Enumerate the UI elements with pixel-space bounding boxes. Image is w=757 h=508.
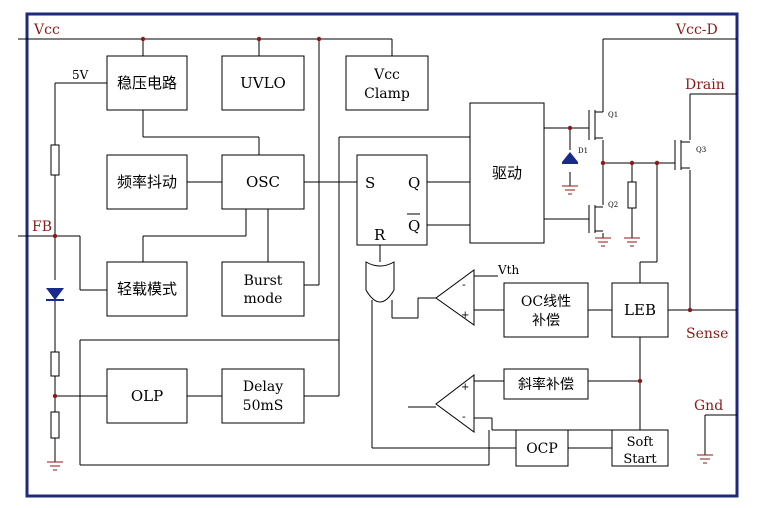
or-gate xyxy=(365,261,395,303)
light-load-label: 轻载模式 xyxy=(117,280,177,298)
label-q1: Q1 xyxy=(608,111,618,119)
blocks xyxy=(106,55,669,467)
oc-comp-block xyxy=(503,282,589,338)
soft-label-2: Start xyxy=(623,452,657,467)
burst-label-1: Burst xyxy=(244,273,283,289)
ocp-label: OCP xyxy=(526,441,558,457)
sr-latch-block xyxy=(356,154,428,246)
slope-block xyxy=(503,368,589,400)
ground-symbols xyxy=(47,185,713,471)
uvlo-block xyxy=(221,55,305,111)
latch-q: Q xyxy=(408,174,420,192)
oc-comp-label-2: 补偿 xyxy=(532,313,560,329)
wires xyxy=(18,38,737,466)
oc-comparator xyxy=(435,269,475,326)
resistors xyxy=(50,144,637,439)
d1-diode xyxy=(562,152,578,164)
leb-block xyxy=(611,282,669,338)
svg-text:-: - xyxy=(462,410,466,423)
jitter-label: 频率抖动 xyxy=(117,173,177,191)
delay-label-1: Delay xyxy=(243,379,283,395)
uvlo-label: UVLO xyxy=(240,74,286,92)
outer-border xyxy=(25,12,739,498)
label-q3: Q3 xyxy=(696,146,706,154)
comparator-signs: - + + - xyxy=(461,278,469,423)
burst-mode-block xyxy=(221,261,305,317)
light-load-block xyxy=(106,261,188,317)
osc-block xyxy=(221,154,305,210)
latch-r: R xyxy=(374,226,386,244)
pin-fb: FB xyxy=(32,219,52,235)
burst-label-2: mode xyxy=(244,291,283,307)
oc-comp-label-1: OC线性 xyxy=(521,294,571,310)
pin-drain: Drain xyxy=(685,77,725,93)
svg-text:+: + xyxy=(461,310,469,321)
mosfets xyxy=(588,110,690,233)
comparators xyxy=(435,269,475,433)
latch-qbar: Q xyxy=(408,217,420,235)
regulator-label: 稳压电路 xyxy=(117,74,177,92)
leb-label: LEB xyxy=(624,301,656,319)
pin-sense: Sense xyxy=(686,326,728,342)
label-d1: D1 xyxy=(578,147,588,155)
latch-s: S xyxy=(365,174,375,192)
vcc-clamp-block xyxy=(345,55,429,111)
delay-block xyxy=(221,368,305,424)
delay-label-2: 50mS xyxy=(243,398,284,414)
vcc-clamp-label-2: Clamp xyxy=(364,86,410,102)
olp-label: OLP xyxy=(131,387,163,405)
jitter-block xyxy=(106,154,188,210)
pin-vcc: Vcc xyxy=(33,22,60,38)
soft-start-block xyxy=(611,429,669,467)
junction-dots xyxy=(52,36,693,399)
olp-block xyxy=(106,368,188,424)
label-vth: Vth xyxy=(497,263,519,277)
slope-label: 斜率补偿 xyxy=(518,376,574,393)
pin-gnd: Gnd xyxy=(694,398,723,414)
fb-diode xyxy=(46,288,64,301)
osc-label: OSC xyxy=(246,173,280,191)
driver-block xyxy=(469,102,545,244)
driver-label: 驱动 xyxy=(492,164,522,182)
slope-comparator xyxy=(435,373,475,433)
label-q2: Q2 xyxy=(608,201,618,209)
label-5v: 5V xyxy=(72,68,89,82)
pin-vcc-d: Vcc-D xyxy=(675,22,718,38)
regulator-block xyxy=(106,55,188,111)
vcc-clamp-label-1: Vcc xyxy=(373,67,400,83)
svg-text:+: + xyxy=(461,382,469,393)
soft-label-1: Soft xyxy=(627,435,655,450)
ocp-block xyxy=(515,429,569,467)
svg-text:-: - xyxy=(462,278,466,291)
